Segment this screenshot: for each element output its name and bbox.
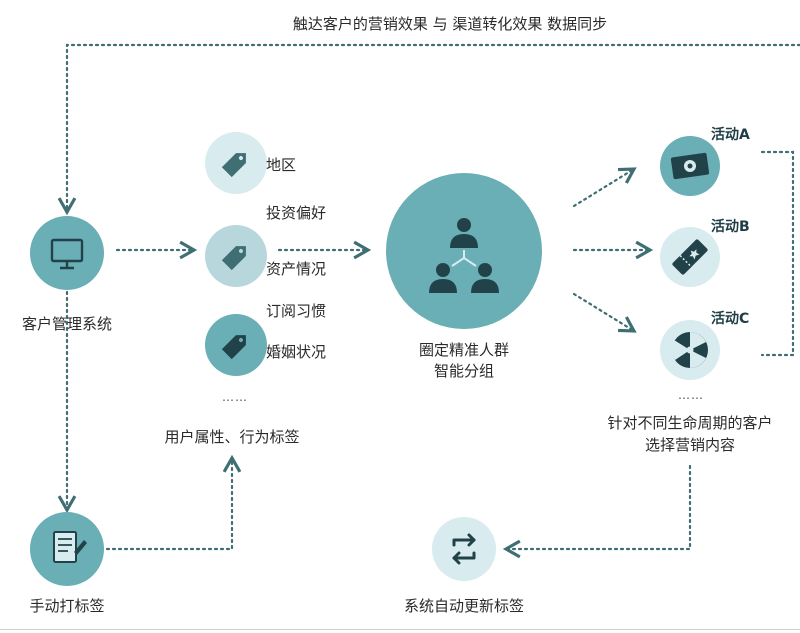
tag-label-subscription: 订阅习惯	[266, 302, 327, 320]
people-group-icon	[429, 218, 499, 293]
crm-label: 客户管理系统	[21, 315, 113, 333]
activities-caption-2: 选择营销内容	[644, 436, 736, 454]
tag-label-assets: 资产情况	[266, 260, 327, 278]
activity-b-label: 活动B	[711, 219, 750, 235]
manual-label: 手动打标签	[29, 597, 105, 615]
center-to-activity-c-arrow	[572, 292, 637, 333]
connectors	[57, 43, 800, 559]
cash-icon	[670, 152, 710, 180]
crm-node	[30, 216, 104, 290]
tag-label-marital: 婚姻状况	[266, 343, 327, 361]
bottom-divider	[0, 629, 800, 630]
feedback-loop-line	[57, 43, 800, 216]
center-label-2: 智能分组	[433, 362, 495, 380]
manual-node	[30, 512, 104, 586]
activity-c-label: 活动C	[711, 311, 750, 327]
ticket-icon	[672, 239, 708, 275]
center-label-1: 圈定精准人群	[418, 341, 510, 359]
auto-update-node	[432, 517, 496, 581]
tag-icon	[221, 246, 246, 271]
activity-bracket	[760, 150, 795, 357]
tag-circle-2	[205, 225, 267, 287]
manual-to-tags-arrow	[105, 454, 242, 551]
activities-more: ……	[678, 388, 704, 402]
monitor-icon	[50, 238, 84, 270]
activity-c-node	[660, 320, 720, 380]
auto-update-label: 系统自动更新标签	[403, 597, 525, 615]
activities-caption-1: 针对不同生命周期的客户	[607, 414, 773, 432]
refresh-icon	[452, 533, 476, 565]
activity-b-node	[660, 227, 720, 287]
center-node	[386, 173, 542, 329]
center-to-activity-a-arrow	[572, 167, 637, 208]
tag-label-region: 地区	[266, 156, 297, 174]
tag-circle-1	[205, 132, 267, 194]
activity-a-label: 活动A	[711, 127, 750, 143]
tag-icon	[221, 335, 246, 360]
activities-to-auto-update-arrow	[502, 464, 692, 559]
tags-more: ……	[222, 390, 248, 404]
tag-icon	[221, 153, 246, 178]
activity-a-node	[660, 136, 720, 196]
tags-caption: 用户属性、行为标签	[164, 428, 300, 446]
tag-circle-3	[205, 314, 267, 376]
document-edit-icon	[53, 531, 87, 563]
tag-label-investment: 投资偏好	[266, 204, 327, 222]
disc-icon	[671, 332, 708, 368]
feedback-banner: 触达客户的营销效果 与 渠道转化效果 数据同步	[292, 15, 608, 33]
